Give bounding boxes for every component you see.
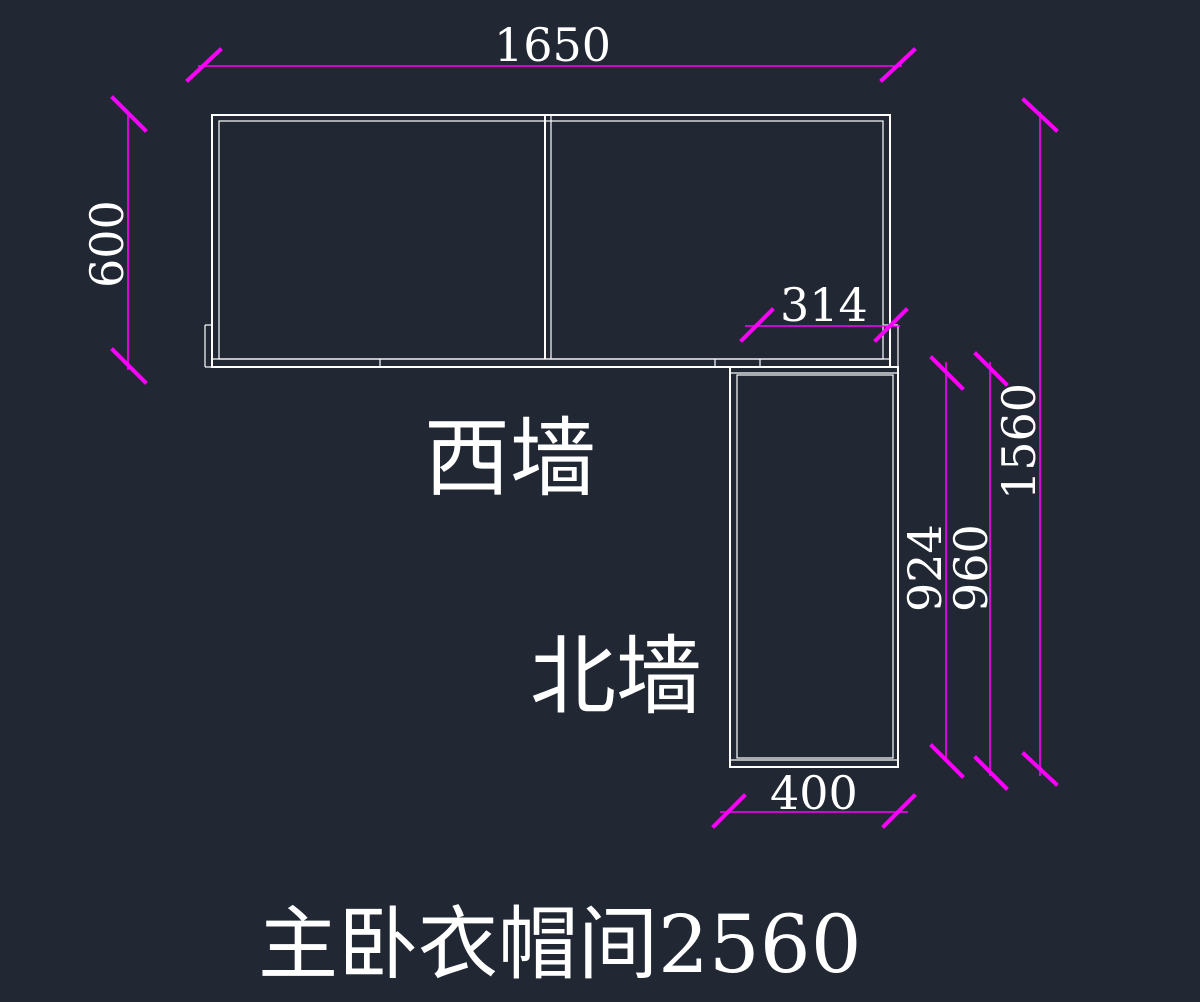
dimension-height-total xyxy=(1021,97,1059,787)
dim-tick-924-bottom xyxy=(929,743,965,779)
dim-tick-960-bottom xyxy=(973,755,1009,791)
dim-tick-314-left xyxy=(739,307,775,343)
north-cabinet-inner xyxy=(736,374,894,759)
dim-tick-400-right xyxy=(881,793,917,829)
dim-tick-314-right xyxy=(873,307,909,343)
dim-text-height-inner: 924 xyxy=(898,524,952,612)
dim-text-width-corner: 314 xyxy=(780,278,868,332)
north-wall-label: 北墙 xyxy=(530,627,702,727)
north-cabinet-outer xyxy=(729,366,899,768)
dim-tick-600-top xyxy=(110,95,148,133)
dim-tick-400-left xyxy=(711,793,747,829)
dimension-width-corner xyxy=(739,307,909,343)
dim-tick-924-top xyxy=(929,355,965,391)
west-wall-label: 西墙 xyxy=(424,409,596,509)
dimension-width-bottom xyxy=(711,793,917,829)
dimension-width-top xyxy=(185,47,917,83)
dim-text-width-top: 1650 xyxy=(494,18,612,72)
dimension-height-outer xyxy=(973,351,1009,791)
dimension-height-left xyxy=(110,95,148,385)
dim-tick-600-bottom xyxy=(110,347,148,385)
dim-text-height-outer: 960 xyxy=(944,524,998,612)
west-wall-cabinet xyxy=(204,114,899,368)
dim-text-width-bottom: 400 xyxy=(770,766,858,820)
dim-tick-1560-top xyxy=(1021,97,1059,133)
dim-text-height-total: 1560 xyxy=(992,382,1046,500)
drawing-title: 主卧衣帽间2560 xyxy=(258,898,862,991)
dim-text-height-left: 600 xyxy=(80,200,134,288)
dim-tick-1560-bottom xyxy=(1021,751,1059,787)
dim-tick-960-top xyxy=(973,351,1009,387)
dim-tick-1650-right xyxy=(879,47,917,83)
north-wall-cabinet xyxy=(729,366,899,768)
dimension-height-inner xyxy=(929,355,965,779)
dim-tick-1650-left xyxy=(185,47,223,83)
